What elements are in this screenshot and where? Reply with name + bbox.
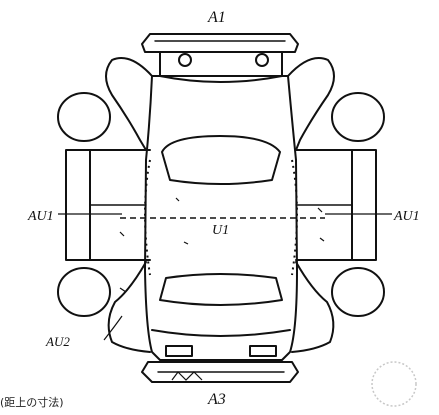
car-body-outline	[144, 75, 298, 361]
right-rear-wheel	[331, 267, 385, 317]
right-front-fender	[287, 57, 335, 151]
label-rear: A3	[207, 391, 226, 408]
label-roof: U1	[212, 223, 229, 238]
door-dotted-lines	[144, 159, 298, 276]
left-side-panel	[65, 149, 151, 261]
rear-window	[159, 273, 283, 306]
hood	[159, 51, 283, 83]
label-right-side: AU1	[393, 209, 420, 224]
label-left-side: AU1	[27, 209, 54, 224]
trunk-lid	[151, 329, 291, 357]
left-rear-wheel	[57, 267, 111, 317]
front-bumper	[141, 33, 299, 53]
right-side-panel	[295, 149, 377, 261]
label-front: A1	[207, 9, 226, 26]
footer-note: (距上の寸法)	[0, 396, 64, 409]
inspection-stamp	[371, 361, 417, 407]
right-front-wheel	[331, 92, 385, 142]
damage-marks	[119, 197, 325, 293]
rear-marker-scribble	[171, 371, 203, 381]
left-front-fender	[105, 57, 153, 151]
left-front-wheel	[57, 92, 111, 142]
right-rear-fender	[291, 261, 335, 353]
windshield	[161, 135, 281, 185]
left-rear-fender	[107, 261, 151, 353]
rear-bumper	[141, 361, 299, 383]
rear-fender-marker-line	[103, 315, 123, 341]
label-left-rear-fender: AU2	[45, 334, 70, 349]
